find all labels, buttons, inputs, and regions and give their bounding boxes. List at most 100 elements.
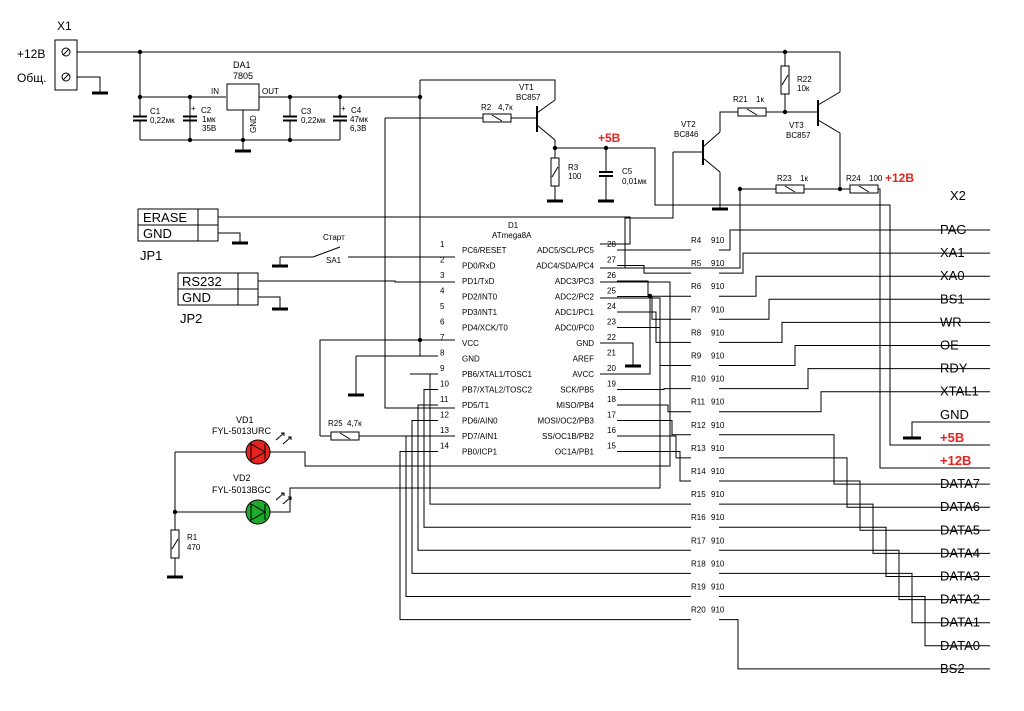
series-resistor-ref: R9 <box>691 352 702 361</box>
r21-val: 1к <box>756 95 764 104</box>
x2-pin-label: XA1 <box>940 245 965 260</box>
wire <box>258 296 281 308</box>
wire-mcu-to-series <box>617 280 691 297</box>
jp1-ref: JP1 <box>140 248 162 263</box>
da1-part: 7805 <box>233 71 253 81</box>
wire-vt2-base <box>600 152 674 269</box>
r25-ref: R25 <box>328 419 343 428</box>
wire-mcu-to-series <box>617 388 691 390</box>
junction-dot <box>137 49 143 55</box>
screw-slot <box>62 73 70 81</box>
vt3-ref: VT3 <box>789 121 804 130</box>
sa1-label: Старт <box>323 233 345 242</box>
series-resistor-ref: R6 <box>691 282 702 291</box>
jp1-pin-erase: ERASE <box>143 210 187 225</box>
mcu-right-pin-name: ADC0/PC0 <box>555 324 595 333</box>
diode-red-symbol <box>250 443 267 461</box>
contact-icon <box>983 434 990 442</box>
mcu-left-pin-number: 11 <box>440 395 449 404</box>
wire <box>600 342 634 365</box>
mcu-left-pin-number: 9 <box>440 364 445 373</box>
vt3-emitter <box>817 91 841 106</box>
mcu-right-pin-name: GND <box>576 339 594 348</box>
r2-ref: R2 <box>481 103 492 112</box>
vt1-collector <box>536 124 556 141</box>
wire-mcu-to-series <box>411 420 691 574</box>
series-resistor <box>691 246 719 254</box>
x2-pin-label: BS1 <box>940 291 965 306</box>
wire-series-to-x2 <box>719 275 990 297</box>
mcu-right-pin-number: 16 <box>607 426 616 435</box>
wire-series-to-x2 <box>719 368 990 390</box>
mcu-left-pin-name: PC6/RESET <box>462 246 507 255</box>
jumper-jp1: ERASE GND JP1 <box>140 210 187 263</box>
x2-pin-label: BS2 <box>940 661 965 676</box>
series-resistor-val: 910 <box>711 606 725 615</box>
junction-dot <box>603 145 609 151</box>
mcu-right-pin-number: 18 <box>607 395 616 404</box>
rail-labels: +5В +12В <box>598 131 914 185</box>
mcu-right-pin-name: MISO/PB4 <box>556 401 594 410</box>
vt1-part: BC857 <box>516 93 541 102</box>
sa1-lever <box>312 246 341 258</box>
series-resistor <box>691 269 719 278</box>
microcontroller-d1: D1 ATmega8A <box>492 221 532 240</box>
series-resistor-array <box>691 246 719 624</box>
series-resistor-ref: R19 <box>691 583 706 592</box>
x2-pin-label: +12В <box>940 453 971 468</box>
mcu-left-pin-name: PD1/TxD <box>462 277 495 286</box>
vt3-part: BC857 <box>786 131 811 140</box>
mcu-right-pin-number: 17 <box>607 411 616 420</box>
mcu-right-pin-number: 27 <box>607 256 616 265</box>
junction-dot <box>782 109 788 115</box>
series-resistor-val: 910 <box>711 583 725 592</box>
wire-series-to-x2 <box>719 457 990 508</box>
resistor-r23-mark <box>784 185 796 193</box>
switch-sa1: Старт SA1 <box>323 233 345 265</box>
wire-series-to-x2 <box>719 229 990 251</box>
arrow-icon <box>275 492 285 501</box>
wire-plus12-out <box>878 188 990 469</box>
mcu-left-pin-name: PD6/AIN0 <box>462 417 498 426</box>
series-resistor-ref: R8 <box>691 328 702 337</box>
contact-icon <box>983 457 990 465</box>
series-resistor-ref: R16 <box>691 513 706 522</box>
mcu-left-pin-number: 5 <box>440 302 445 311</box>
r23-ref: R23 <box>777 174 792 183</box>
x2-pin-label: PAG <box>940 222 967 237</box>
arrow-icon <box>282 496 292 505</box>
c5-val: 0,01мк <box>622 177 647 186</box>
x2-pin-label: XTAL1 <box>940 384 979 399</box>
wire-series-to-x2 <box>719 252 990 274</box>
series-resistor-val: 910 <box>711 490 725 499</box>
mcu-right-pin-name: ADC4/SDA/PC4 <box>536 262 594 271</box>
wire-vt1-emitter <box>420 79 556 100</box>
junction-dot <box>172 509 178 515</box>
mcu-left-pin-name: PB6/XTAL1/TOSC1 <box>462 370 533 379</box>
x2-pin-label: DATA1 <box>940 615 980 630</box>
c1-ref: C1 <box>150 107 161 116</box>
c4-val2: 6,3В <box>350 124 366 133</box>
mcu-right-pin-name: OC1A/PB1 <box>555 448 595 457</box>
wire-mcu-to-series <box>617 327 691 366</box>
series-resistor-ref: R4 <box>691 236 702 245</box>
wire-mcu-to-series <box>617 265 691 274</box>
da1-out: OUT <box>262 87 279 96</box>
junction-dot <box>417 94 423 100</box>
resistor-r2-mark <box>491 114 503 122</box>
series-resistor <box>691 338 719 347</box>
series-resistor-val: 910 <box>711 398 725 407</box>
wire <box>218 232 241 242</box>
series-resistor-val: 910 <box>711 513 725 522</box>
series-resistor-ref: R13 <box>691 444 706 453</box>
x1-pin-plus12: +12В <box>17 47 45 61</box>
wire-mcu-to-series <box>617 435 691 459</box>
mcu-right-pin-number: 26 <box>607 271 616 280</box>
junction-dot <box>737 186 743 192</box>
x2-ref: X2 <box>950 188 966 203</box>
r22-val: 10к <box>797 84 810 93</box>
series-resistor-ref: R7 <box>691 305 702 314</box>
wire-mcu-to-series <box>399 451 691 621</box>
mcu-ref: D1 <box>508 221 519 230</box>
vt2-part: BC846 <box>674 130 699 139</box>
